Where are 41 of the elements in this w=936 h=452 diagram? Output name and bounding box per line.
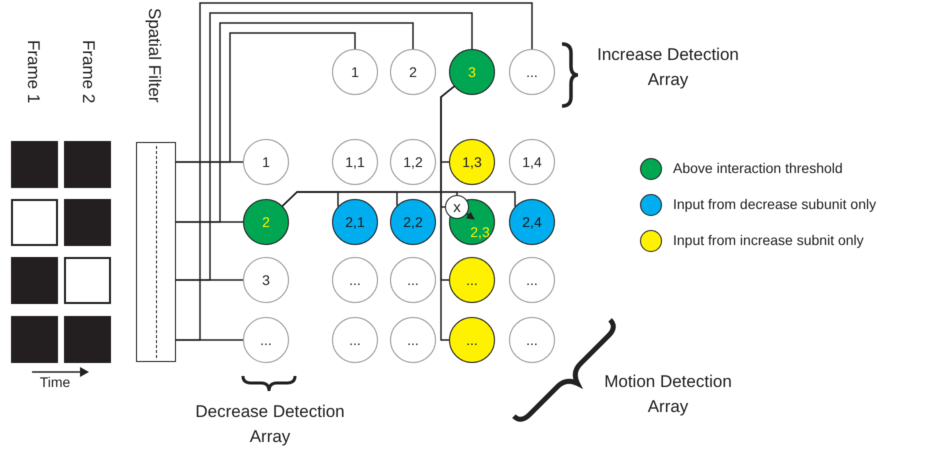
unit-circle: ... — [332, 257, 378, 303]
array-label: Increase Detection Array — [596, 44, 740, 91]
unit-circle: 1 — [243, 139, 289, 185]
connector — [176, 22, 414, 223]
unit-circle: ... — [390, 317, 436, 363]
connector — [440, 86, 455, 341]
unit-circle: ... — [509, 317, 555, 363]
unit-circle: 1 — [332, 49, 378, 95]
unit-circle: 1,1 — [332, 139, 378, 185]
connector — [176, 32, 356, 163]
frame-label: Frame 2 — [78, 40, 98, 104]
unit-circle: 2 — [390, 49, 436, 95]
array-label: Motion Detection Array — [603, 371, 733, 418]
unit-circle: ... — [509, 49, 555, 95]
unit-circle: 1,4 — [509, 139, 555, 185]
legend-text: Input from decrease subunit only — [673, 196, 876, 212]
connector — [176, 2, 533, 341]
unit-circle: ... — [449, 257, 495, 303]
unit-circle: ... — [509, 257, 555, 303]
unit-circle: 3 — [449, 49, 495, 95]
filter-title: Spatial Filter — [144, 8, 164, 102]
unit-circle: 1,3 — [449, 139, 495, 185]
unit-circle: 3 — [243, 257, 289, 303]
axis-label: Time — [38, 373, 72, 391]
legend-text: Above interaction threshold — [673, 160, 843, 176]
connector — [176, 12, 473, 281]
unit-circle: 2,4 — [509, 199, 555, 245]
array-label: Decrease Detection Array — [194, 401, 346, 448]
unit-circle: ... — [390, 257, 436, 303]
unit-circle: ... — [243, 317, 289, 363]
unit-circle: 2,1 — [332, 199, 378, 245]
unit-circle: 2 — [243, 199, 289, 245]
connector — [282, 191, 516, 207]
unit-circle: 2,2 — [390, 199, 436, 245]
unit-circle: 1,2 — [390, 139, 436, 185]
multiplier-node: x — [445, 195, 469, 219]
arrow — [466, 212, 475, 220]
frame-label: Frame 1 — [23, 40, 43, 104]
unit-circle: ... — [332, 317, 378, 363]
legend-text: Input from increase subnit only — [673, 232, 864, 248]
unit-circle: ... — [449, 317, 495, 363]
